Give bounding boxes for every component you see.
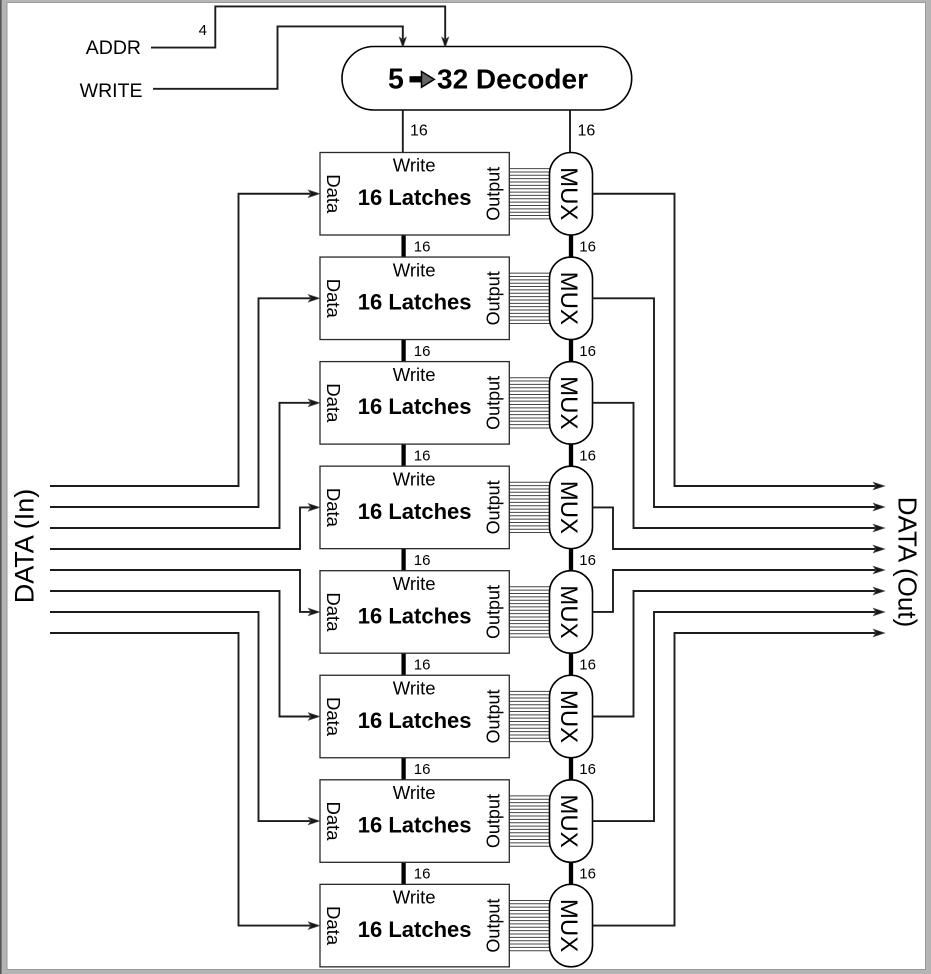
svg-text:16 Latches: 16 Latches (358, 290, 472, 315)
svg-text:Output: Output (484, 271, 504, 325)
svg-text:Output: Output (484, 480, 504, 534)
svg-text:MUX: MUX (555, 481, 582, 534)
svg-text:Output: Output (484, 167, 504, 221)
svg-text:16: 16 (579, 447, 596, 464)
svg-text:WRITE: WRITE (80, 80, 143, 102)
svg-text:Data: Data (323, 802, 344, 842)
svg-text:16: 16 (410, 123, 428, 140)
svg-text:16: 16 (579, 657, 596, 674)
svg-text:16: 16 (579, 552, 596, 569)
svg-text:Write: Write (393, 364, 436, 385)
svg-text:16: 16 (414, 866, 431, 883)
svg-text:MUX: MUX (555, 376, 582, 429)
svg-text:4: 4 (199, 22, 207, 39)
svg-text:5: 5 (388, 63, 404, 95)
svg-text:MUX: MUX (555, 899, 582, 952)
svg-text:16: 16 (414, 238, 431, 255)
svg-text:Output: Output (484, 376, 504, 430)
svg-text:Output: Output (484, 585, 504, 639)
svg-text:Write: Write (393, 468, 436, 489)
svg-text:Write: Write (393, 259, 436, 280)
svg-text:Write: Write (393, 782, 436, 803)
svg-text:Data: Data (323, 383, 344, 423)
svg-text:16 Latches: 16 Latches (358, 603, 472, 628)
svg-text:MUX: MUX (555, 690, 582, 743)
svg-text:16: 16 (579, 866, 596, 883)
svg-text:16: 16 (414, 447, 431, 464)
svg-text:Write: Write (393, 573, 436, 594)
svg-text:Output: Output (484, 689, 504, 743)
svg-text:Output: Output (484, 899, 504, 953)
svg-text:Write: Write (393, 155, 436, 176)
svg-text:MUX: MUX (555, 167, 582, 220)
svg-text:16: 16 (579, 238, 596, 255)
svg-text:Write: Write (393, 887, 436, 908)
svg-text:16: 16 (579, 343, 596, 360)
svg-text:16 Latches: 16 Latches (358, 917, 472, 942)
svg-text:16 Latches: 16 Latches (358, 812, 472, 837)
svg-text:16: 16 (578, 123, 596, 140)
svg-text:Data: Data (323, 488, 344, 528)
svg-text:MUX: MUX (555, 272, 582, 325)
svg-text:16 Latches: 16 Latches (358, 185, 472, 210)
svg-text:DATA (Out): DATA (Out) (893, 497, 923, 628)
svg-text:ADDR: ADDR (86, 37, 141, 59)
svg-text:Output: Output (484, 794, 504, 848)
svg-text:16 Latches: 16 Latches (358, 499, 472, 524)
svg-text:Write: Write (393, 677, 436, 698)
svg-text:Data: Data (323, 906, 344, 946)
svg-text:Data: Data (323, 697, 344, 737)
svg-text:16: 16 (414, 552, 431, 569)
svg-text:Data: Data (323, 592, 344, 632)
svg-text:32 Decoder: 32 Decoder (437, 63, 588, 94)
svg-text:16: 16 (414, 761, 431, 778)
svg-text:16: 16 (414, 657, 431, 674)
svg-text:Data: Data (323, 279, 344, 319)
svg-text:MUX: MUX (555, 585, 582, 638)
svg-text:Data: Data (323, 174, 344, 214)
svg-text:16 Latches: 16 Latches (358, 708, 472, 733)
svg-text:16 Latches: 16 Latches (358, 394, 472, 419)
svg-text:MUX: MUX (555, 794, 582, 847)
svg-text:16: 16 (579, 761, 596, 778)
svg-text:16: 16 (414, 343, 431, 360)
svg-text:DATA (In): DATA (In) (10, 489, 40, 604)
